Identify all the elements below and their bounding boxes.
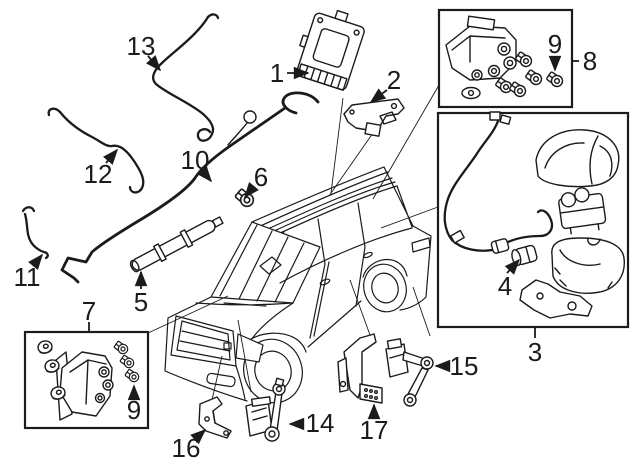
callout-14[interactable]: 14 bbox=[288, 408, 335, 438]
side-mirror bbox=[259, 256, 282, 275]
compressor-harness bbox=[443, 111, 554, 254]
callout-16-label: 16 bbox=[172, 433, 201, 463]
module-mounting-bracket bbox=[343, 98, 405, 137]
callout-12-label: 12 bbox=[84, 159, 113, 189]
sensor-bracket-16 bbox=[198, 396, 232, 439]
headlight bbox=[235, 333, 264, 363]
pigtail-wire-11 bbox=[21, 206, 49, 260]
compressor-bracket bbox=[519, 279, 593, 319]
callout-9-bottom[interactable]: 9 bbox=[127, 384, 141, 425]
rear-wheel bbox=[363, 263, 407, 313]
callout-8-label: 8 bbox=[583, 46, 597, 76]
callout-4[interactable]: 4 bbox=[498, 258, 521, 301]
rear-height-sensor bbox=[385, 338, 434, 407]
callout-17-label: 17 bbox=[360, 415, 389, 445]
sensor-bracket-17 bbox=[337, 333, 383, 404]
wiring-harness-12 bbox=[47, 107, 145, 194]
wiring-harness-13 bbox=[152, 13, 220, 142]
callout-11[interactable]: 11 bbox=[14, 253, 43, 292]
inline-silencer bbox=[511, 244, 538, 267]
callout-9-top-label: 9 bbox=[548, 29, 562, 59]
compressor-assembly-kit-box bbox=[436, 111, 630, 329]
reservoir-tube bbox=[129, 216, 224, 273]
callout-13[interactable]: 13 bbox=[127, 31, 162, 72]
callout-7[interactable]: 7 bbox=[82, 296, 96, 331]
callout-11-label: 11 bbox=[14, 262, 41, 292]
callout-9-bottom-label: 9 bbox=[127, 395, 141, 425]
callout-4-label: 4 bbox=[498, 271, 512, 301]
air-line-fitting-6 bbox=[233, 186, 257, 210]
callout-3-label: 3 bbox=[528, 337, 542, 367]
callout-1-label: 1 bbox=[270, 58, 284, 88]
compressor-unit bbox=[558, 187, 607, 235]
callouts: 1 2 3 4 5 6 7 8 bbox=[14, 29, 598, 463]
valve-block-kit-box-lower bbox=[23, 330, 150, 430]
callout-5[interactable]: 5 bbox=[134, 270, 148, 317]
callout-2-label: 2 bbox=[387, 65, 401, 95]
callout-6-label: 6 bbox=[254, 162, 268, 192]
callout-7-label: 7 bbox=[82, 296, 96, 326]
air-line-harness-10 bbox=[60, 91, 320, 284]
valve-block-kit-box-top bbox=[437, 8, 574, 109]
vehicle-illustration bbox=[164, 166, 432, 404]
callout-8[interactable]: 8 bbox=[572, 46, 597, 76]
callout-15[interactable]: 15 bbox=[434, 351, 479, 381]
callout-15-label: 15 bbox=[450, 351, 479, 381]
leader-lines bbox=[147, 84, 440, 401]
callout-1[interactable]: 1 bbox=[270, 58, 310, 88]
callout-6[interactable]: 6 bbox=[244, 162, 268, 199]
callout-16[interactable]: 16 bbox=[172, 428, 207, 463]
callout-14-label: 14 bbox=[306, 408, 335, 438]
compressor-cover bbox=[535, 129, 620, 188]
taillight bbox=[411, 237, 431, 253]
callout-17[interactable]: 17 bbox=[360, 403, 389, 445]
callout-12[interactable]: 12 bbox=[84, 148, 119, 189]
callout-9-top[interactable]: 9 bbox=[548, 29, 562, 72]
callout-10[interactable]: 10 bbox=[181, 145, 213, 183]
callout-3[interactable]: 3 bbox=[528, 327, 542, 367]
callout-2[interactable]: 2 bbox=[369, 65, 401, 103]
grommet-cap bbox=[461, 86, 481, 100]
callout-10-label: 10 bbox=[181, 145, 210, 175]
callout-13-label: 13 bbox=[127, 31, 156, 61]
front-height-sensor bbox=[245, 377, 286, 442]
suspension-control-module bbox=[296, 9, 365, 91]
callout-5-label: 5 bbox=[134, 287, 148, 317]
